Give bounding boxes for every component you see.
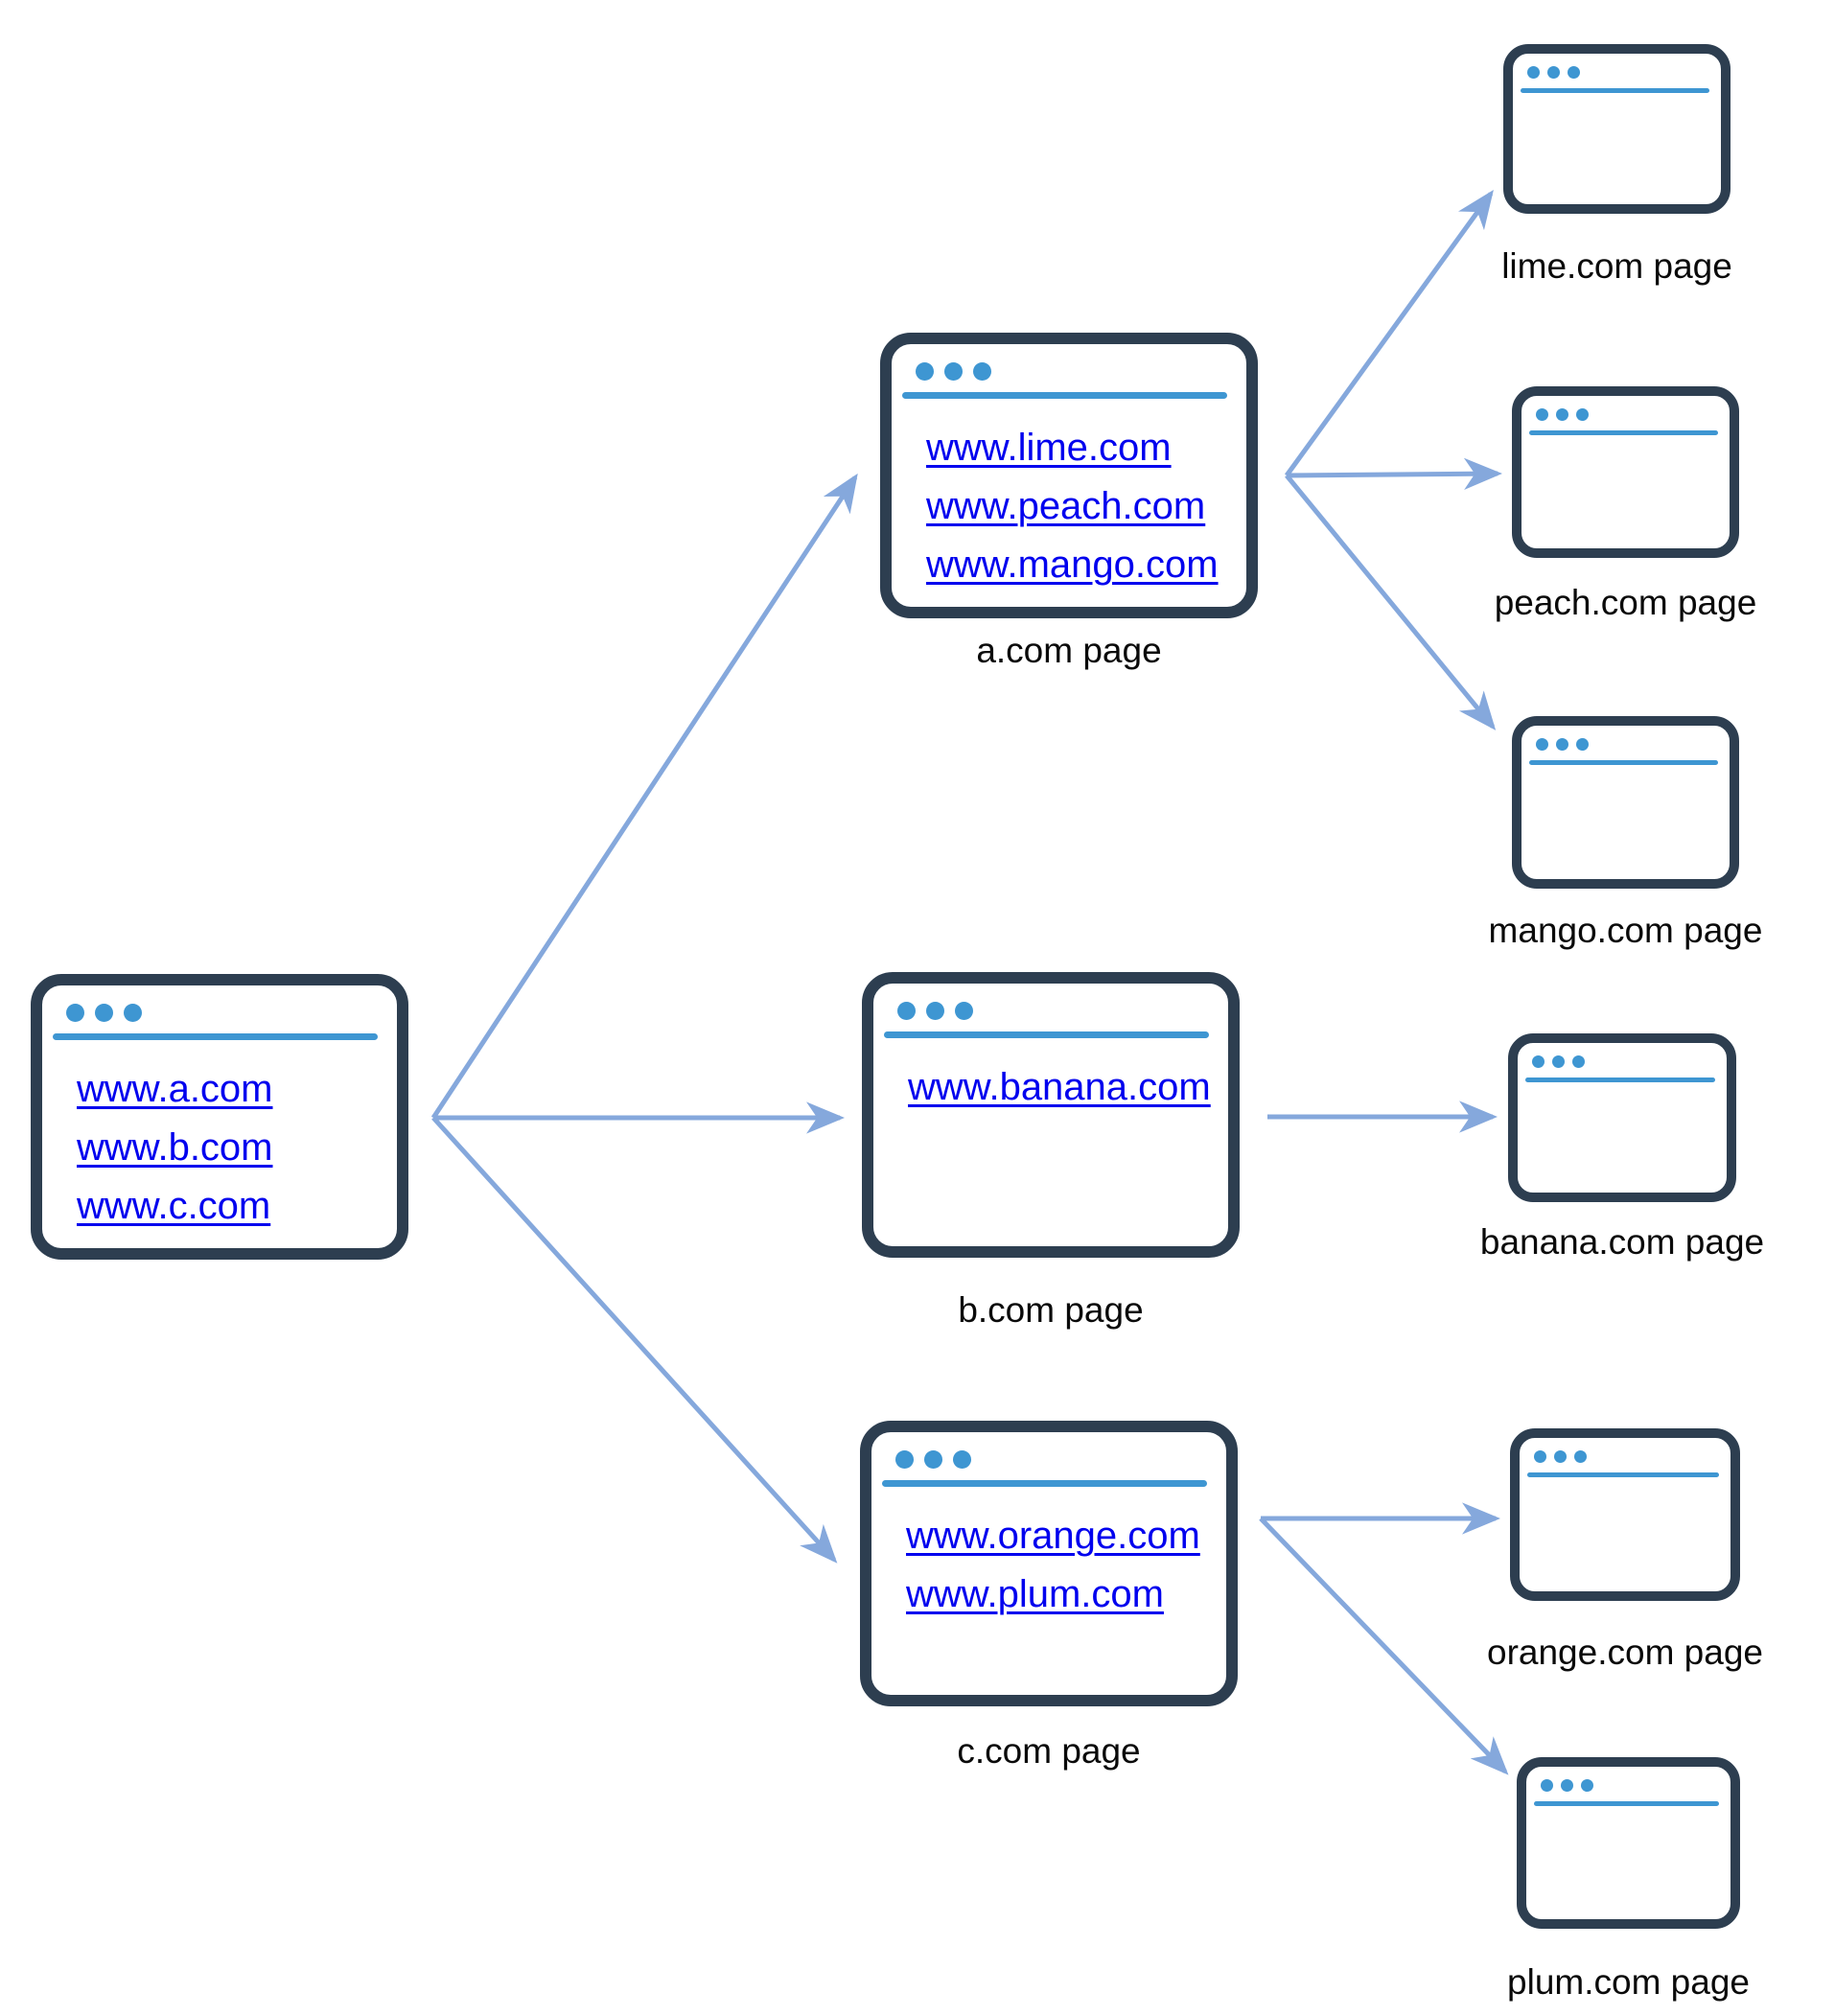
window-dot-icon <box>1554 1450 1567 1463</box>
window-dot-icon <box>1556 738 1568 751</box>
link-www-orange-com[interactable]: www.orange.com <box>906 1515 1200 1557</box>
window-controls <box>1536 408 1730 421</box>
window-controls <box>1536 738 1730 751</box>
window-dot-icon <box>944 362 963 381</box>
link-www-b-com[interactable]: www.b.com <box>77 1126 273 1169</box>
window-controls <box>897 1002 1228 1020</box>
arrow-c-com-to-plum-com <box>1259 1517 1509 1775</box>
arrow-root-to-a-com <box>430 473 858 1120</box>
window-dot-icon <box>955 1002 973 1020</box>
window-dot-icon <box>1568 66 1580 79</box>
node-label-b-com: b.com page <box>958 1290 1144 1330</box>
link-www-lime-com[interactable]: www.lime.com <box>926 427 1172 469</box>
window-controls <box>1532 1055 1727 1068</box>
link-list: www.lime.com www.peach.com www.mango.com <box>926 419 1246 594</box>
window-dot-icon <box>1532 1055 1545 1068</box>
node-label-c-com: c.com page <box>957 1731 1141 1771</box>
arrow-a-com-to-peach-com <box>1286 457 1502 490</box>
browser-window-lime-com <box>1503 44 1730 214</box>
window-dot-icon <box>897 1002 916 1020</box>
window-dot-icon <box>1574 1450 1587 1463</box>
address-bar-line <box>1521 88 1709 93</box>
window-dot-icon <box>1581 1779 1593 1792</box>
address-bar-line <box>53 1033 378 1040</box>
window-dot-icon <box>1561 1779 1573 1792</box>
window-dot-icon <box>1552 1055 1565 1068</box>
address-bar-line <box>902 392 1227 399</box>
link-list: www.a.com www.b.com www.c.com <box>77 1060 397 1236</box>
window-dot-icon <box>1527 66 1540 79</box>
window-dot-icon <box>1536 738 1548 751</box>
link-list: www.orange.com www.plum.com <box>906 1507 1226 1624</box>
arrow-a-com-to-lime-com <box>1284 189 1494 477</box>
window-controls <box>1541 1779 1730 1792</box>
address-bar-line <box>882 1480 1207 1487</box>
arrow-a-com-to-mango-com <box>1285 474 1497 730</box>
window-dot-icon <box>1576 738 1589 751</box>
window-dot-icon <box>926 1002 944 1020</box>
window-dot-icon <box>953 1450 971 1469</box>
browser-window-plum-com <box>1517 1757 1740 1929</box>
window-controls <box>916 362 1246 381</box>
browser-window-b-com: www.banana.com <box>862 972 1240 1258</box>
link-www-a-com[interactable]: www.a.com <box>77 1068 273 1110</box>
browser-window-mango-com <box>1512 716 1739 889</box>
window-dot-icon <box>66 1004 84 1022</box>
window-controls <box>66 1004 397 1022</box>
link-www-plum-com[interactable]: www.plum.com <box>906 1573 1164 1615</box>
address-bar-line <box>884 1031 1209 1038</box>
browser-window-a-com: www.lime.com www.peach.com www.mango.com <box>880 333 1258 618</box>
window-dot-icon <box>916 362 934 381</box>
window-dot-icon <box>1572 1055 1585 1068</box>
address-bar-line <box>1534 1801 1719 1806</box>
link-www-c-com[interactable]: www.c.com <box>77 1185 271 1227</box>
node-label-banana-com: banana.com page <box>1479 1222 1765 1262</box>
link-www-peach-com[interactable]: www.peach.com <box>926 485 1206 527</box>
window-dot-icon <box>895 1450 914 1469</box>
browser-window-banana-com <box>1508 1033 1736 1202</box>
address-bar-line <box>1529 760 1718 765</box>
window-controls <box>1527 66 1721 79</box>
window-dot-icon <box>1536 408 1548 421</box>
address-bar-line <box>1529 430 1718 435</box>
address-bar-line <box>1527 1472 1719 1477</box>
address-bar-line <box>1525 1078 1715 1082</box>
browser-window-root: www.a.com www.b.com www.c.com <box>31 974 408 1260</box>
window-dot-icon <box>1547 66 1560 79</box>
link-www-banana-com[interactable]: www.banana.com <box>908 1066 1211 1108</box>
browser-window-peach-com <box>1512 386 1739 558</box>
browser-window-orange-com <box>1510 1428 1740 1601</box>
window-dot-icon <box>1576 408 1589 421</box>
window-dot-icon <box>1541 1779 1553 1792</box>
window-dot-icon <box>1556 408 1568 421</box>
window-dot-icon <box>1534 1450 1546 1463</box>
browser-window-c-com: www.orange.com www.plum.com <box>860 1421 1238 1706</box>
node-label-peach-com: peach.com page <box>1494 583 1757 622</box>
node-label-plum-com: plum.com page <box>1507 1962 1750 2002</box>
window-controls <box>895 1450 1226 1469</box>
node-label-a-com: a.com page <box>976 631 1162 670</box>
arrow-root-to-c-com <box>431 1116 838 1564</box>
node-label-mango-com: mango.com page <box>1488 911 1763 950</box>
window-dot-icon <box>924 1450 942 1469</box>
node-label-orange-com: orange.com page <box>1487 1633 1763 1672</box>
window-controls <box>1534 1450 1730 1463</box>
window-dot-icon <box>973 362 991 381</box>
link-www-mango-com[interactable]: www.mango.com <box>926 544 1219 586</box>
node-label-lime-com: lime.com page <box>1501 246 1732 286</box>
window-dot-icon <box>124 1004 142 1022</box>
link-list: www.banana.com <box>908 1058 1228 1117</box>
window-dot-icon <box>95 1004 113 1022</box>
